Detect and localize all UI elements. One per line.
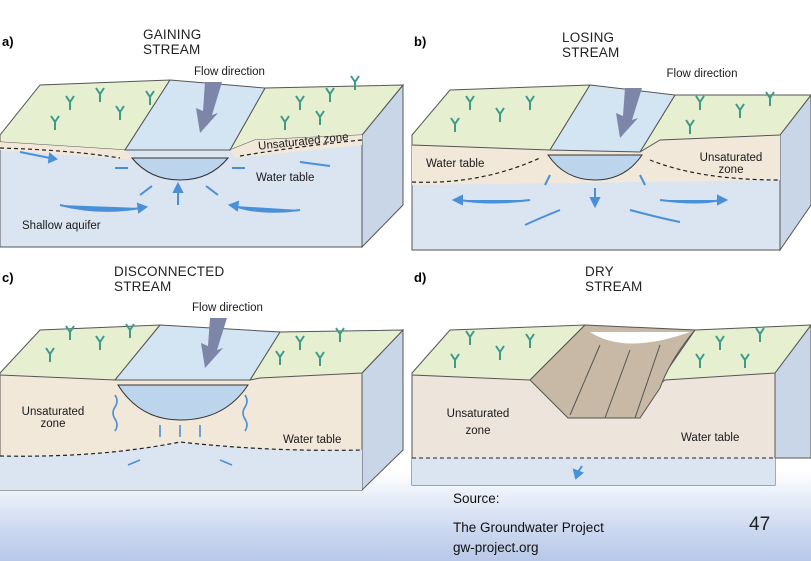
flow-direction-label: Flow direction (194, 66, 265, 78)
source-label: Source: (453, 491, 500, 506)
flow-direction-label: Flow direction (666, 68, 738, 80)
panel-letter: c) (2, 270, 14, 285)
water-table-label: Water table (283, 434, 342, 446)
unsaturated-zone-label: Unsaturated zone (446, 408, 510, 437)
flow-direction-label: Flow direction (192, 302, 263, 314)
panel-title: GAINING STREAM (143, 27, 202, 57)
panel-title: LOSING STREAM (562, 30, 620, 60)
shallow-aquifer-label: Shallow aquifer (22, 220, 101, 232)
page-number: 47 (749, 514, 771, 535)
panel-letter: b) (414, 34, 427, 49)
water-table-label: Water table (426, 158, 485, 170)
panel-letter: d) (414, 270, 427, 285)
panel-title: DISCONNECTED STREAM (114, 264, 225, 294)
water-table-label: Water table (681, 432, 740, 444)
source-url: gw-project.org (453, 540, 539, 555)
unsaturated-zone-label: Unsaturated zone (21, 406, 85, 430)
panel-title: DRY STREAM (585, 264, 643, 294)
unsaturated-zone-label: Unsaturated zone (699, 152, 763, 176)
panel-letter: a) (2, 34, 14, 49)
water-table-label: Water table (256, 172, 315, 184)
source-name: The Groundwater Project (453, 520, 604, 535)
